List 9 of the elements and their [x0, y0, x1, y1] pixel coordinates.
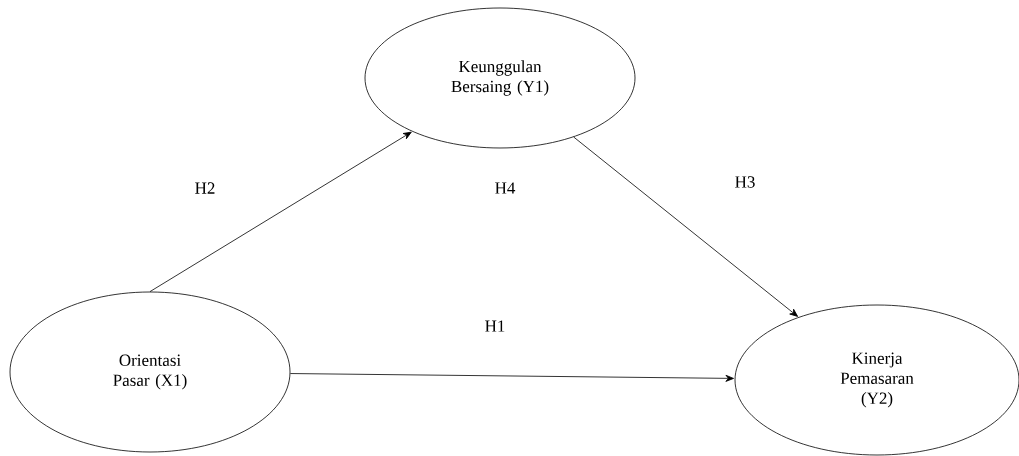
edge-label: H1 — [485, 320, 505, 332]
hypothesis-label: H4 — [495, 182, 516, 194]
ellipse-node: Orientasi Pasar (X1) — [9, 291, 291, 453]
edge-label: H3 — [735, 176, 755, 188]
edge-label: H2 — [195, 182, 215, 194]
ellipse-node: Keunggulan Bersaing (Y1) — [364, 7, 636, 149]
arrow — [290, 373, 734, 382]
arrow — [149, 131, 412, 292]
arrow — [573, 136, 799, 317]
